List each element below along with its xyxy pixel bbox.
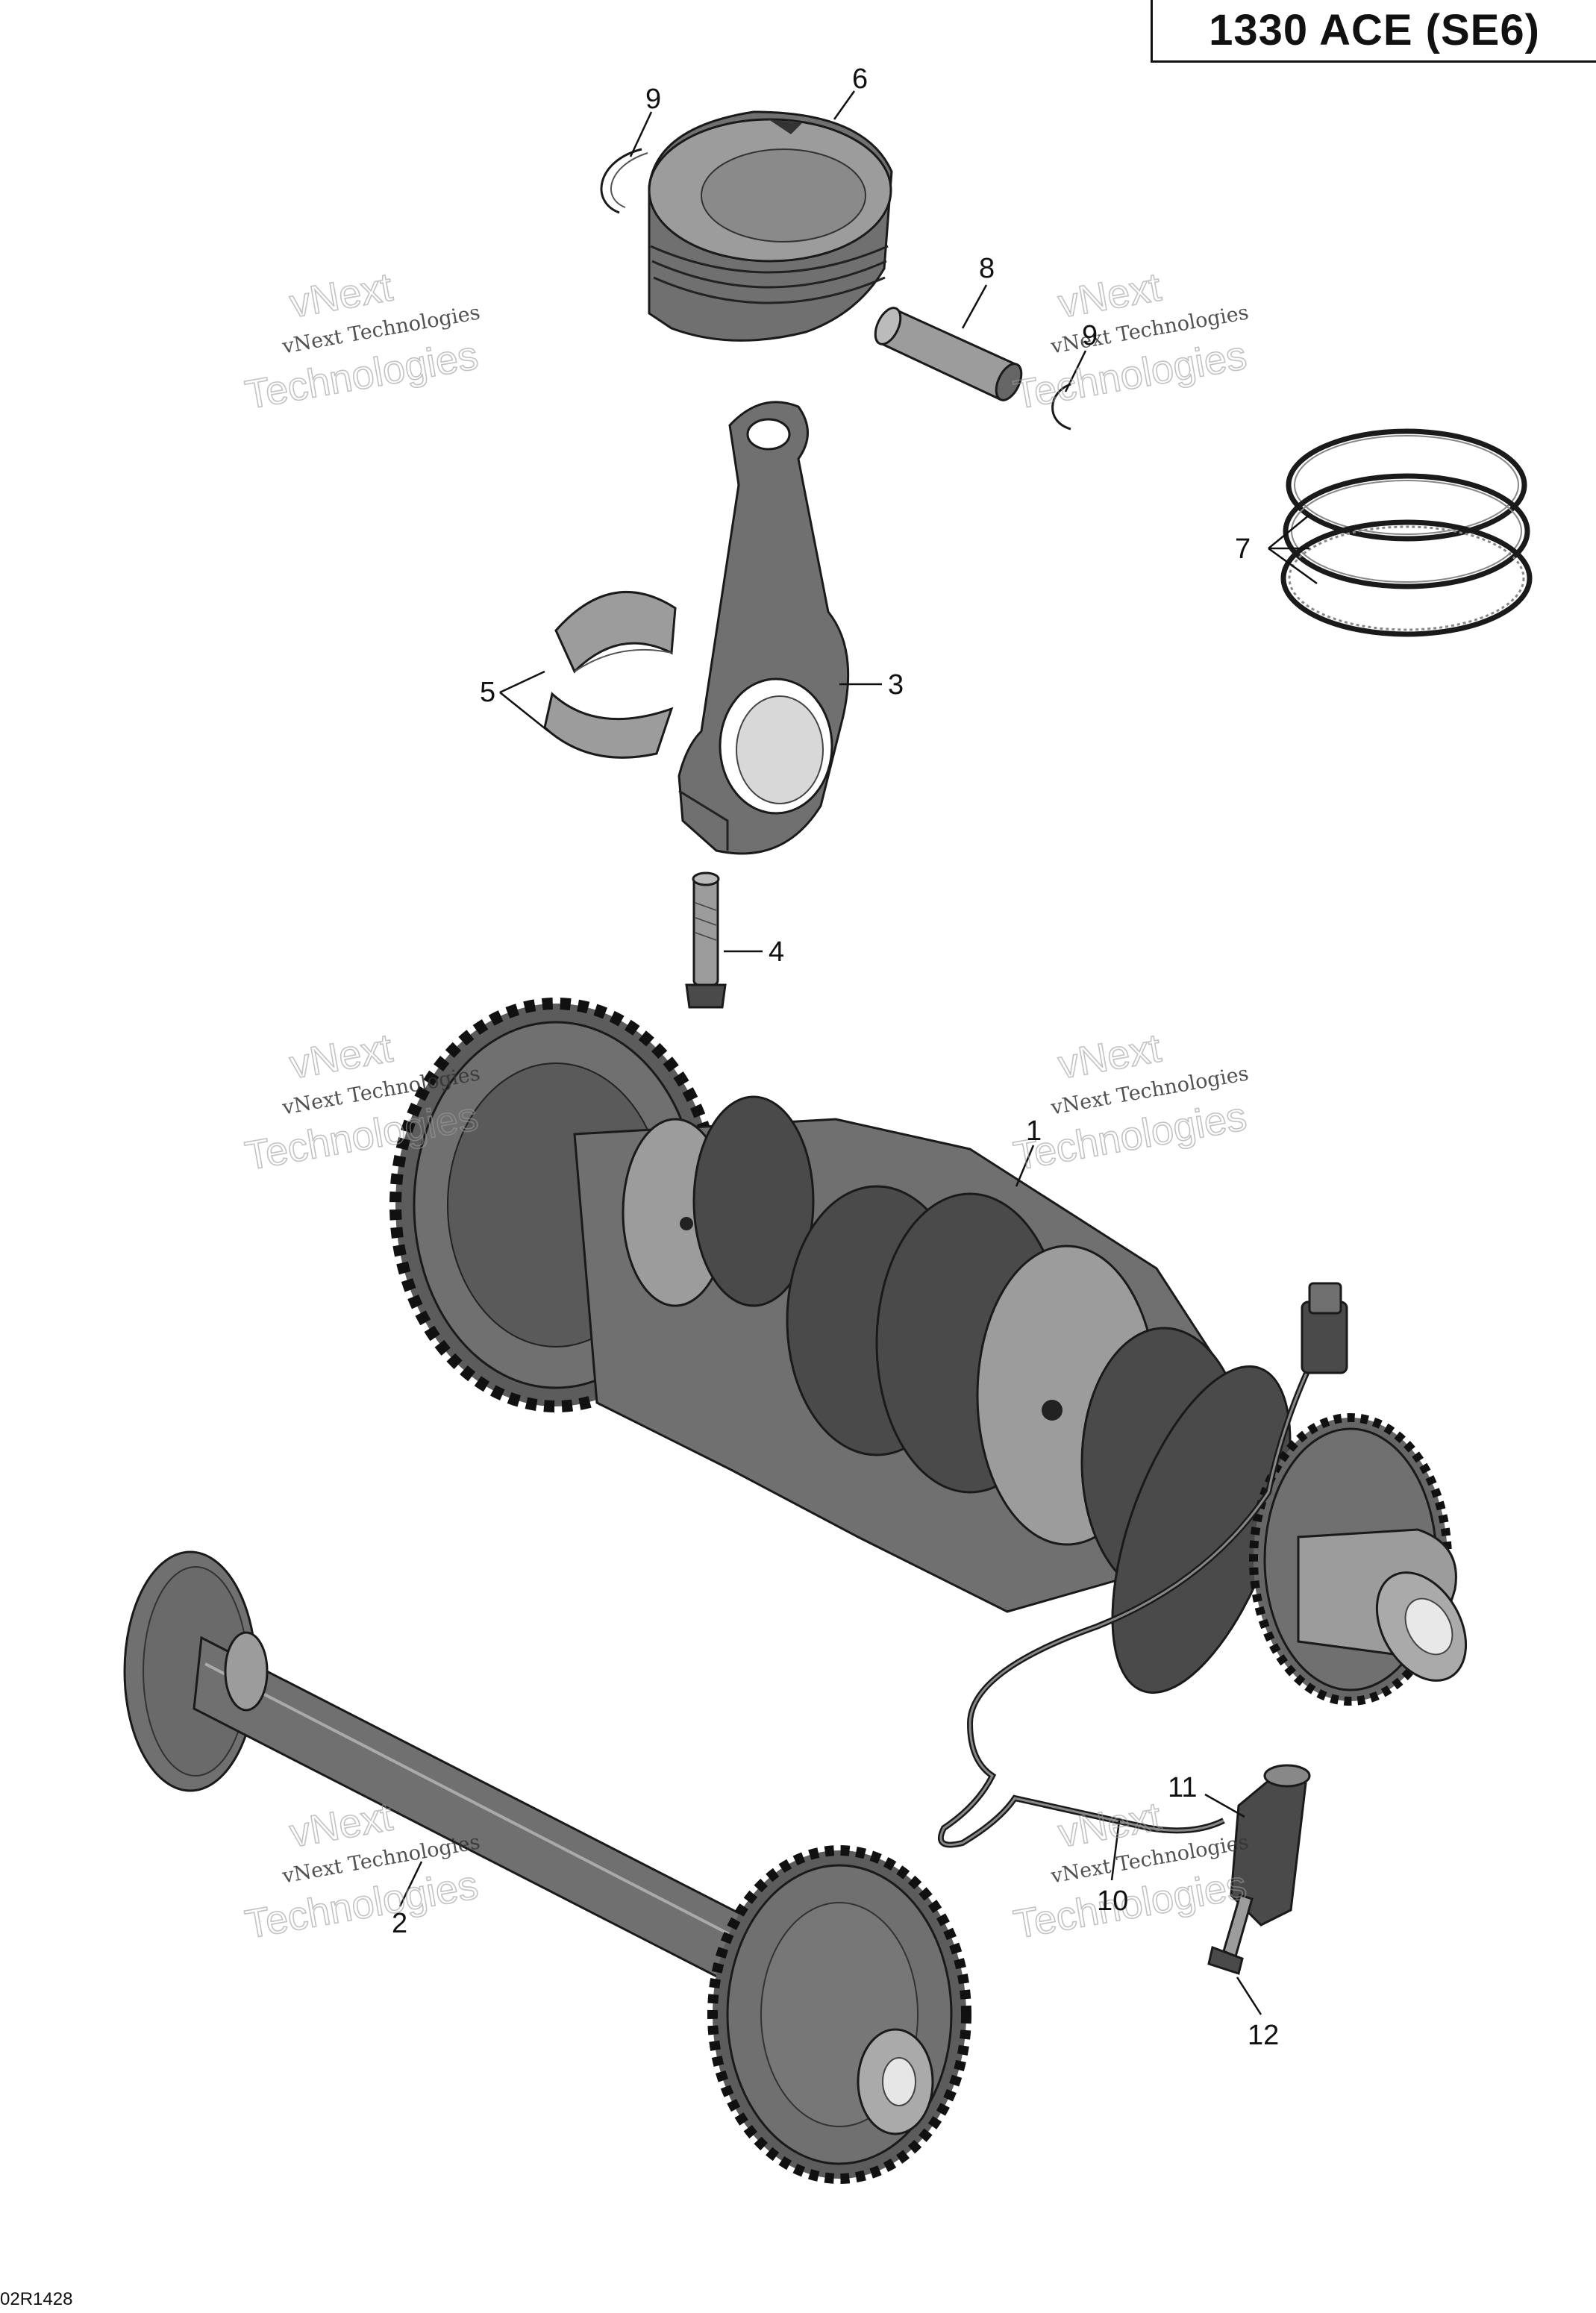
leader-1 (1015, 1145, 1035, 1187)
callout-6: 6 (852, 63, 868, 95)
callout-4: 4 (769, 936, 784, 968)
part-circlip-upper (600, 148, 648, 214)
callout-12: 12 (1248, 2020, 1279, 2051)
watermark-4: vNext vNext Technologies Technologies (1010, 1025, 1250, 1180)
svg-text:Technologies: Technologies (1010, 1862, 1250, 1947)
svg-text:Technologies: Technologies (1010, 333, 1250, 418)
callout-9-lower: 9 (1082, 320, 1098, 351)
svg-text:vNext: vNext (287, 265, 395, 327)
model-title: 1330 ACE (SE6) (1209, 6, 1540, 54)
watermark-1: vNext vNext Technologies Technologies (241, 264, 481, 419)
callout-10: 10 (1097, 1885, 1128, 1917)
svg-text:Technologies: Technologies (242, 333, 481, 418)
callout-9-upper: 9 (645, 84, 661, 115)
leader-8 (961, 284, 988, 329)
svg-text:vNext: vNext (1055, 265, 1164, 327)
model-title-box: 1330 ACE (SE6) (1151, 0, 1596, 63)
leader-lines (398, 90, 1318, 2015)
part-balance-shaft (123, 1550, 971, 2184)
watermark-2: vNext vNext Technologies Technologies (1010, 264, 1250, 419)
leader-6 (833, 90, 856, 120)
callout-7: 7 (1235, 533, 1251, 565)
part-rod-bolt (685, 871, 727, 1009)
part-piston (648, 110, 893, 342)
callout-8: 8 (979, 253, 995, 284)
leader-5b (499, 692, 549, 732)
callout-3: 3 (888, 669, 904, 701)
leader-2 (398, 1861, 423, 1907)
part-piston-rings (1280, 428, 1533, 637)
svg-text:vNext: vNext (1055, 1794, 1164, 1856)
svg-text:Technologies: Technologies (242, 1862, 481, 1947)
svg-text:vNext: vNext (287, 1026, 395, 1088)
svg-text:vNext: vNext (287, 1794, 395, 1856)
part-sensor-bolt (1207, 1894, 1254, 1975)
leader-12 (1236, 1976, 1262, 2015)
leader-10 (1110, 1820, 1121, 1881)
leader-9a (629, 111, 653, 157)
callout-11: 11 (1168, 1772, 1197, 1803)
part-bearing-shells (543, 590, 677, 759)
leader-9b (1064, 350, 1087, 392)
part-piston-pin (874, 307, 1023, 401)
callout-2: 2 (392, 1908, 407, 1939)
callout-1: 1 (1026, 1115, 1042, 1147)
part-crankshaft (389, 998, 1468, 1706)
leader-5a (499, 670, 545, 694)
part-connecting-rod (677, 401, 850, 855)
part-speed-sensor-harness (937, 1282, 1348, 1927)
svg-text:Technologies: Technologies (1010, 1094, 1250, 1179)
callout-5: 5 (480, 677, 495, 708)
callout-labels: 9 6 8 9 7 5 3 4 1 2 10 11 12 (392, 63, 1279, 2051)
leader-7c (1268, 547, 1318, 585)
leader-11 (1204, 1793, 1245, 1818)
part-circlip-lower (1051, 383, 1071, 431)
leader-7a (1268, 514, 1310, 549)
document-code: 02R1428 (0, 2289, 73, 2309)
svg-text:vNext: vNext (1055, 1026, 1164, 1088)
